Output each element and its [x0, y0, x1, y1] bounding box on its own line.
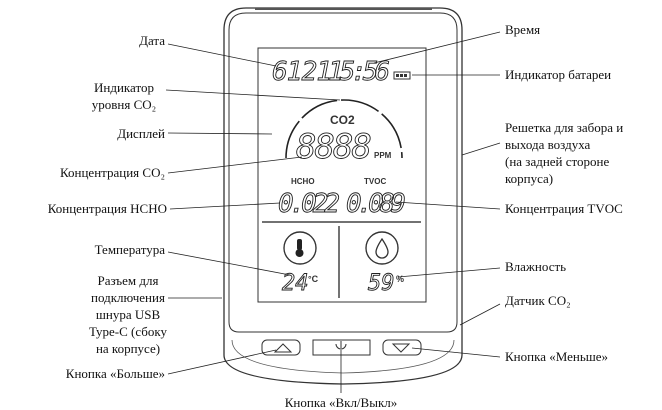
label-line: Решетка для забора и — [505, 120, 624, 135]
lcd-co2-value: 8888 — [296, 127, 372, 167]
lcd-tvoc-title: TVOC — [364, 177, 386, 186]
label-line: шнура USB — [95, 307, 161, 322]
thermometer-icon — [283, 231, 317, 265]
lcd-hcho-title: HCHO — [291, 177, 315, 186]
button-up-shape — [261, 339, 301, 356]
lcd-tvoc-value: 0.089 — [346, 189, 406, 219]
display-screen — [257, 47, 427, 303]
label-line: (на задней стороне — [505, 154, 610, 169]
label-line: Разъем для — [97, 273, 159, 288]
label-line: выхода воздуха — [505, 137, 591, 152]
label-co2-concentration: Концентрация CO₂ — [59, 165, 165, 180]
label-button-power: Кнопка «Вкл/Выкл» — [284, 395, 398, 410]
label-hcho-concentration: Концентрация HCHO — [47, 201, 167, 216]
label-line: уровня CO₂ — [91, 97, 157, 112]
lcd-hum-value: 59 — [368, 271, 395, 296]
lcd-temp-value: 24 — [282, 271, 309, 296]
label-air-grille: Решетка для забора и выхода воздуха (на … — [505, 119, 623, 187]
label-display: Дисплей — [117, 126, 165, 141]
label-line: на корпусе) — [95, 341, 161, 356]
label-humidity: Влажность — [505, 259, 567, 274]
label-line: подключения — [91, 290, 165, 305]
label-button-down: Кнопка «Меньше» — [505, 349, 609, 364]
battery-icon — [393, 71, 411, 80]
lcd-temp-unit: °C — [308, 274, 319, 284]
humidity-drop-icon — [365, 231, 399, 265]
lcd-co2-unit: PPM — [374, 151, 392, 160]
label-usb-port: Разъем для подключения шнура USB Type-C … — [88, 272, 168, 357]
label-battery: Индикатор батареи — [505, 67, 612, 82]
lcd-hum-unit: % — [396, 274, 404, 284]
label-co2-indicator: Индикатор уровня CO₂ — [84, 79, 164, 113]
button-down-shape — [382, 339, 422, 356]
label-co2-sensor: Датчик CO₂ — [505, 293, 571, 308]
label-button-up: Кнопка «Больше» — [65, 366, 165, 381]
label-date: Дата — [139, 33, 165, 48]
leader-lines — [165, 31, 501, 393]
device-inner-frame — [228, 12, 458, 333]
button-power-shape — [312, 339, 371, 356]
lcd-co2-title: CO2 — [330, 113, 355, 127]
label-tvoc-concentration: Концентрация TVOC — [505, 201, 623, 216]
label-line: корпуса) — [505, 171, 554, 186]
label-temperature: Температура — [94, 242, 165, 257]
label-line: Индикатор — [94, 80, 154, 95]
co2-level-arc — [285, 99, 403, 159]
label-time: Время — [505, 22, 541, 37]
lcd-hcho-value: 0.022 — [278, 189, 340, 219]
label-line: Type-C (сбоку — [88, 324, 168, 339]
lcd-date: 6121 — [272, 57, 332, 87]
